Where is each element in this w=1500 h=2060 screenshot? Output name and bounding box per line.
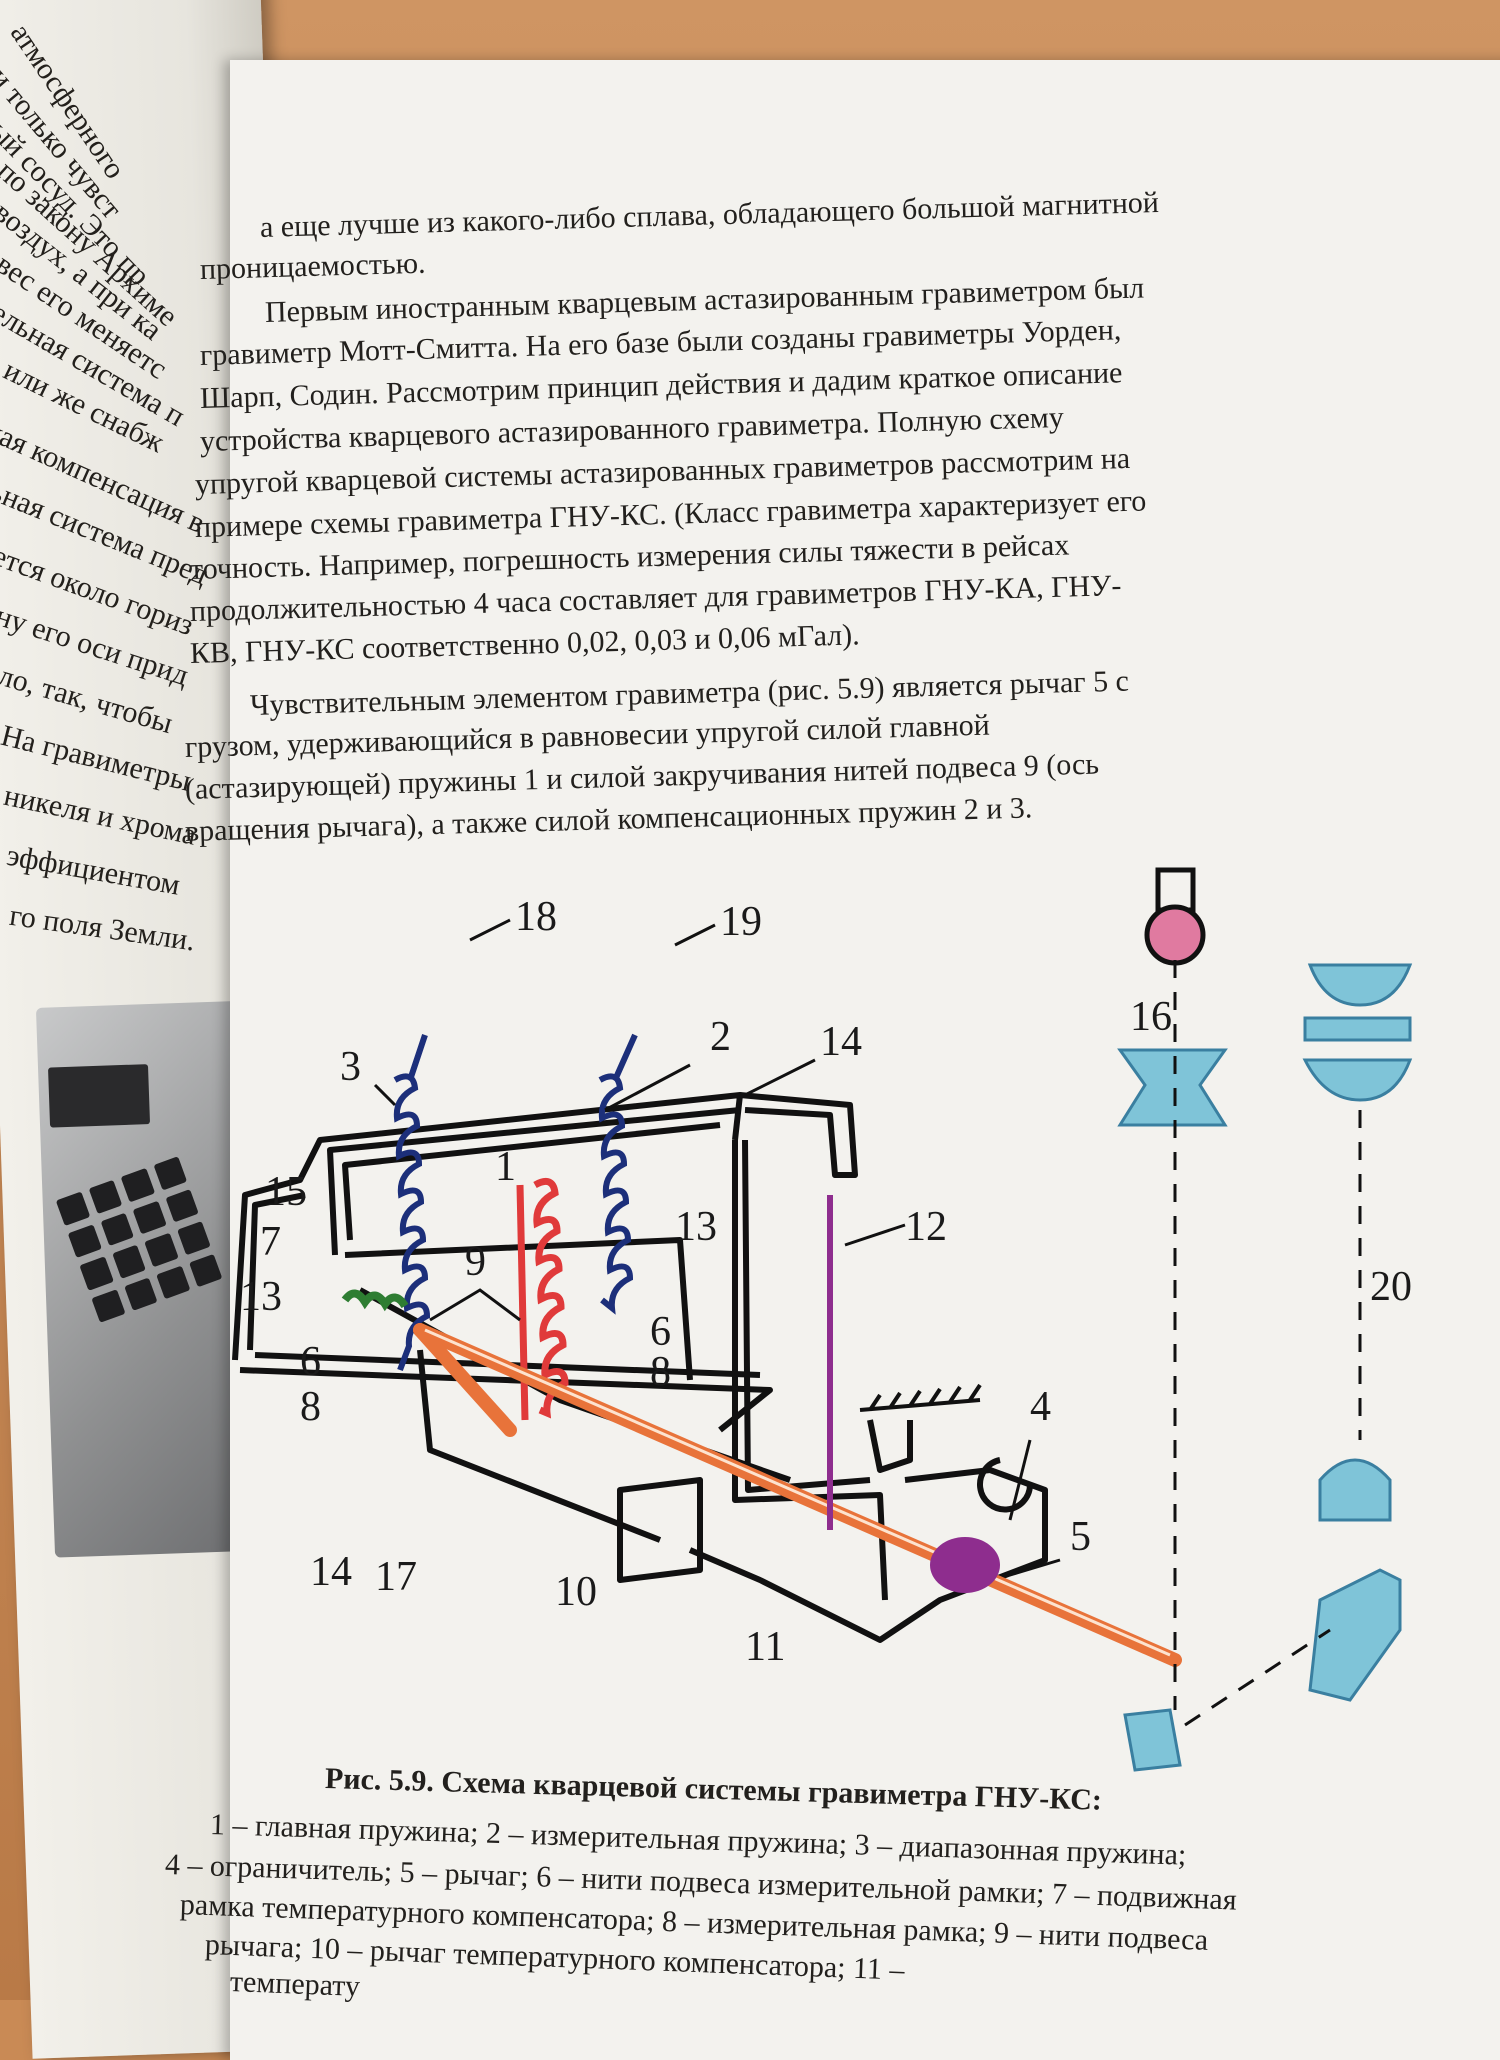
label-13-left: 13 — [240, 1274, 282, 1320]
label-10: 10 — [555, 1569, 597, 1615]
spring-temperature — [341, 1289, 409, 1312]
label-11: 11 — [745, 1624, 785, 1670]
optical-beam-diagonal — [1184, 1628, 1331, 1727]
ground-hatch — [859, 1383, 982, 1412]
optics-left-column — [1117, 1048, 1228, 1127]
label-15: 15 — [265, 1169, 307, 1215]
label-9: 9 — [465, 1239, 486, 1285]
label-6-right: 6 — [650, 1309, 671, 1355]
gravimeter-schematic: 18 19 3 2 14 1 15 13 12 7 9 13 6 8 6 8 4… — [232, 867, 1413, 1772]
label-13-right: 13 — [675, 1204, 717, 1250]
label-3: 3 — [340, 1044, 361, 1090]
figure-caption-line: температу — [229, 1965, 361, 2003]
label-6-left: 6 — [300, 1339, 321, 1385]
label-5: 5 — [1070, 1514, 1091, 1560]
label-8-left: 8 — [300, 1384, 321, 1430]
spring-3-diapason — [393, 1034, 431, 1372]
suspension-threads-9 — [429, 1288, 521, 1322]
weight-on-lever — [930, 1537, 1000, 1593]
label-14-bottom: 14 — [310, 1549, 352, 1595]
label-18: 18 — [515, 894, 557, 940]
lever-5-highlight — [424, 1328, 1171, 1657]
leader-lines — [373, 918, 1061, 1577]
spring-2-measuring — [598, 1033, 638, 1315]
label-1: 1 — [495, 1144, 516, 1190]
light-source-16 — [1144, 867, 1206, 966]
label-16: 16 — [1130, 994, 1172, 1040]
label-17: 17 — [375, 1554, 417, 1600]
frame-structure — [232, 1092, 1048, 1643]
right-book-page: а еще лучше из какого-либо сплава, облад… — [185, 60, 1500, 2060]
optics-right-column — [1123, 963, 1413, 1772]
label-2: 2 — [710, 1014, 731, 1060]
callout-labels: 18 19 3 2 14 1 15 13 12 7 9 13 6 8 6 8 4… — [240, 894, 1412, 1670]
label-19: 19 — [720, 899, 762, 945]
lever-5 — [413, 1323, 1182, 1667]
label-7: 7 — [260, 1219, 281, 1265]
label-12: 12 — [905, 1204, 947, 1250]
label-14-top: 14 — [820, 1019, 862, 1065]
label-20: 20 — [1370, 1264, 1412, 1310]
label-8-right: 8 — [650, 1349, 671, 1395]
label-4: 4 — [1030, 1384, 1051, 1430]
